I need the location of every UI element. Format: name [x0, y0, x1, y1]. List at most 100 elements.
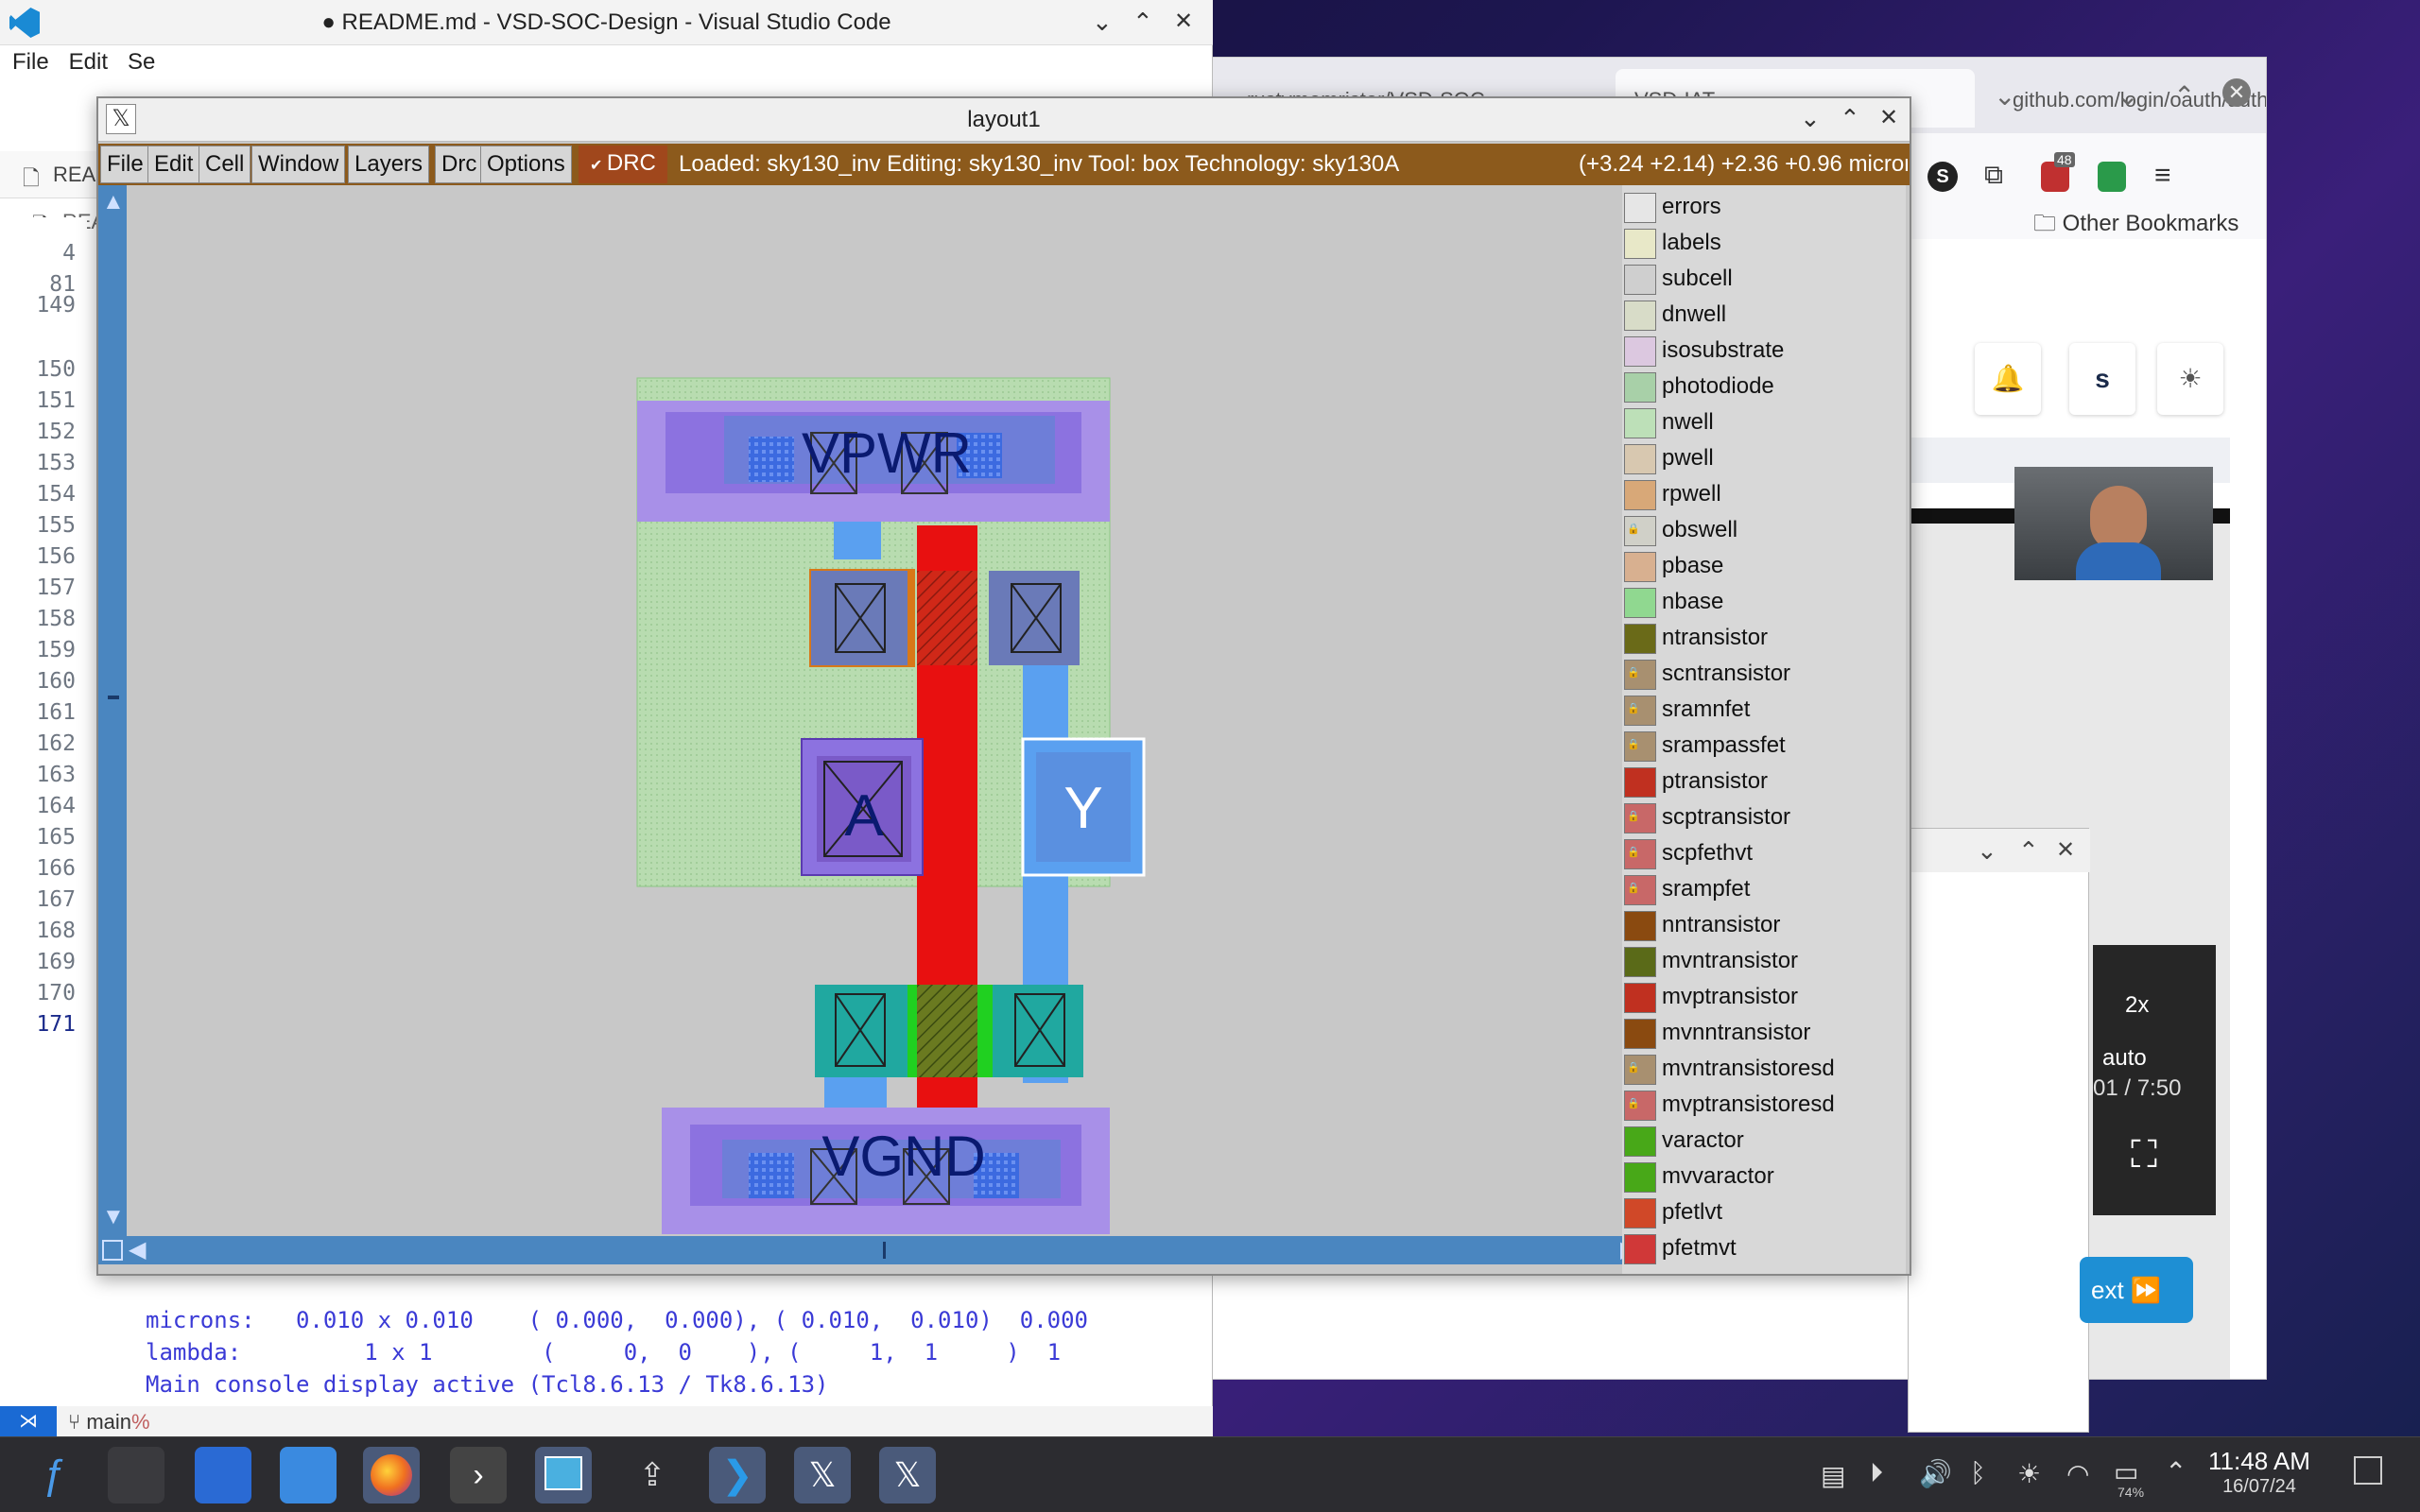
close-icon[interactable]: ✕ — [1879, 105, 1899, 130]
minimize-icon[interactable]: ⌄ — [1800, 104, 1821, 132]
menu-options[interactable]: Options — [480, 146, 572, 183]
horizontal-scrollbar[interactable]: ◀ ▶ — [127, 1236, 1647, 1264]
layer-label: scntransistor — [1662, 661, 1791, 686]
notification-bell-icon[interactable]: 🔔 — [1975, 343, 2041, 415]
layer-swatch — [1624, 229, 1656, 259]
vscode-taskbar-icon[interactable]: ❯ — [709, 1447, 766, 1503]
clipboard-icon[interactable]: ▤ — [1821, 1461, 1846, 1490]
line-number: 154 — [36, 482, 76, 507]
wifi-icon[interactable]: ◠ — [2066, 1459, 2090, 1488]
minimize-icon[interactable]: ⌄ — [1092, 8, 1113, 36]
line-number: 168 — [36, 919, 76, 943]
menu-file[interactable]: File — [12, 49, 49, 75]
zoom-box-icon[interactable] — [102, 1240, 123, 1261]
menu-selection[interactable]: Se — [128, 49, 156, 75]
menu-icon[interactable]: ≡ — [2154, 160, 2171, 191]
layout-drawing: VPWR A Y — [636, 377, 1146, 1234]
contact — [810, 432, 857, 494]
minimize-icon[interactable]: ⌄ — [2117, 81, 2139, 111]
chevron-down-icon[interactable]: ⌄ — [1994, 81, 2016, 111]
vscode-statusbar: ⋊ ⑂ main% — [0, 1406, 1213, 1436]
folder-icon: 🗀 — [2033, 211, 2063, 236]
contact — [901, 432, 948, 494]
software-store-icon[interactable] — [195, 1447, 251, 1503]
user-avatar-button[interactable]: s — [2069, 343, 2135, 415]
maximize-icon[interactable]: ⌃ — [2173, 81, 2196, 111]
line-number: 165 — [36, 825, 76, 850]
brightness-icon[interactable]: ☀ — [2017, 1459, 2042, 1488]
editor-tab[interactable]: 🗋 REA — [0, 151, 104, 198]
scroll-left-icon[interactable]: ◀ — [129, 1237, 147, 1263]
scroll-thumb[interactable] — [108, 696, 119, 699]
terminal-icon[interactable]: › — [450, 1447, 507, 1503]
share-icon[interactable]: ⇪ — [638, 1457, 666, 1493]
minimize-icon[interactable]: ⌄ — [1977, 836, 1997, 865]
scroll-up-icon[interactable]: ▲ — [102, 189, 125, 215]
layer-swatch — [1624, 408, 1656, 438]
quality-setting[interactable]: auto — [2102, 1045, 2147, 1071]
layer-swatch — [1624, 480, 1656, 510]
scroll-down-icon[interactable]: ▼ — [102, 1204, 125, 1229]
menu-window[interactable]: Window — [251, 146, 346, 183]
account-avatar[interactable]: S — [1927, 162, 1958, 192]
menu-edit[interactable]: Edit — [68, 49, 109, 75]
menu-edit[interactable]: Edit — [147, 146, 200, 183]
volume-icon[interactable]: 🔊 — [1919, 1459, 1952, 1488]
extensions-icon[interactable]: ⧉ — [1984, 160, 2003, 189]
other-bookmarks[interactable]: 🗀 Other Bookmarks — [2033, 207, 2238, 246]
fedora-launcher-icon[interactable]: ƒ — [43, 1452, 67, 1498]
status-text: Loaded: sky130_inv Editing: sky130_inv T… — [679, 151, 1400, 177]
menu-cell[interactable]: Cell — [199, 146, 251, 183]
media-play-icon[interactable]: ⏵ — [1870, 1458, 1884, 1487]
tray-expand-icon[interactable]: ⌃ — [2165, 1457, 2187, 1486]
menu-layers[interactable]: Layers — [348, 146, 430, 183]
tab-label: REA — [53, 163, 96, 186]
show-desktop-icon[interactable] — [2354, 1456, 2382, 1485]
vgnd-label: VGND — [821, 1125, 985, 1188]
layer-label: nntransistor — [1662, 912, 1781, 937]
video-time: 01 / 7:50 — [2093, 1075, 2182, 1101]
maximize-icon[interactable]: ⌃ — [1132, 8, 1153, 36]
presenter-face — [2090, 486, 2147, 552]
close-icon[interactable]: ✕ — [2056, 837, 2076, 863]
line-number: 163 — [36, 763, 76, 787]
x11-app-taskbar-icon[interactable]: 𝕏 — [794, 1447, 851, 1503]
layer-label: mvntransistor — [1662, 948, 1799, 973]
drc-indicator[interactable]: ✔ DRC — [579, 146, 667, 183]
system-settings-icon[interactable] — [108, 1447, 164, 1503]
line-number: 162 — [36, 731, 76, 756]
branch-indicator[interactable]: ⑂ main% — [68, 1410, 150, 1435]
remote-icon[interactable]: ⋊ — [0, 1406, 57, 1436]
close-icon[interactable]: ✕ — [2222, 78, 2251, 107]
layout-canvas[interactable]: VPWR A Y — [127, 185, 1647, 1236]
shield-extension-icon[interactable] — [2098, 162, 2126, 192]
x11-app-taskbar-icon[interactable]: 𝕏 — [879, 1447, 936, 1503]
firefox-icon[interactable] — [363, 1447, 420, 1503]
bookmarks-bar: 🗀 Other Bookmarks — [1124, 190, 2266, 239]
console-line: Main console display active (Tcl8.6.13 /… — [146, 1371, 829, 1398]
clock[interactable]: 11:48 AM 16/07/24 — [2203, 1447, 2316, 1498]
screenshot-tool-icon[interactable] — [535, 1447, 592, 1503]
close-icon[interactable]: ✕ — [1174, 9, 1194, 34]
playback-speed[interactable]: 2x — [2125, 992, 2150, 1018]
next-button[interactable]: ext ⏩ — [2080, 1257, 2193, 1323]
branch-icon: ⑂ — [68, 1410, 87, 1434]
line-number: 4 — [62, 241, 76, 266]
vertical-scrollbar[interactable]: ▲ ▼ — [98, 185, 127, 1264]
file-manager-icon[interactable] — [280, 1447, 337, 1503]
theme-toggle-icon[interactable]: ☀ — [2157, 343, 2223, 415]
contact — [1014, 993, 1065, 1067]
maximize-icon[interactable]: ⌃ — [2018, 836, 2039, 865]
scroll-thumb[interactable] — [883, 1242, 886, 1259]
fullscreen-icon[interactable]: ⛶ — [2131, 1134, 2157, 1176]
via — [974, 1153, 1019, 1198]
via — [749, 437, 794, 482]
menu-file[interactable]: File — [100, 146, 150, 183]
layer-label: nwell — [1662, 409, 1714, 435]
dialog-titlebar: ⌄ ⌃ ✕ — [1909, 829, 2090, 872]
menu-drc[interactable]: Drc — [435, 146, 484, 183]
maximize-icon[interactable]: ⌃ — [1840, 104, 1860, 132]
bluetooth-icon[interactable]: ᛒ — [1970, 1458, 1986, 1487]
battery-icon[interactable]: ▭ — [2114, 1457, 2139, 1486]
vpwr-label: VPWR — [802, 421, 972, 485]
